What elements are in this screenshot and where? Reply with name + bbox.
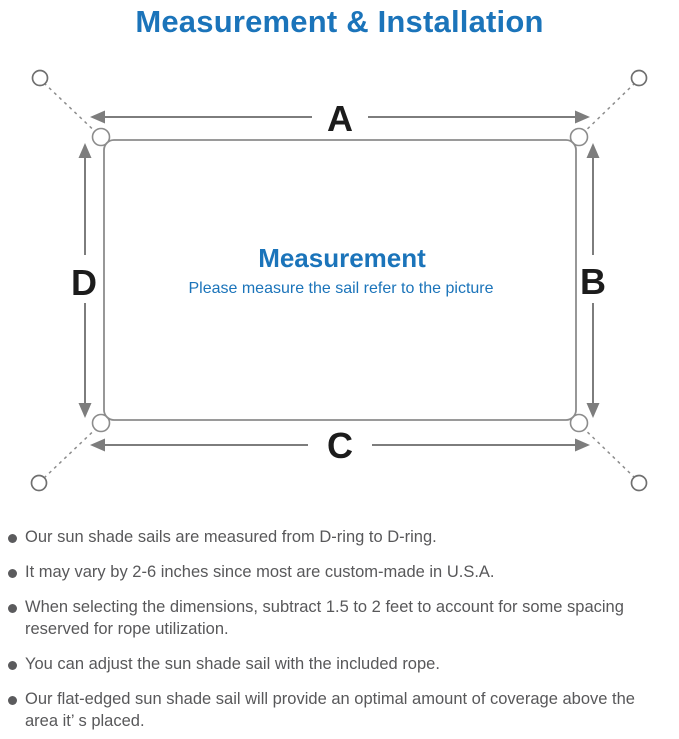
- note-item: You can adjust the sun shade sail with t…: [8, 654, 672, 676]
- d-ring-bottom-right: [569, 413, 589, 433]
- diagram-center-title: Measurement: [258, 243, 426, 273]
- note-item: Our flat-edged sun shade sail will provi…: [8, 689, 672, 733]
- arrowhead-left-down: [78, 403, 92, 418]
- note-item: It may vary by 2-6 inches since most are…: [8, 562, 672, 584]
- d-ring-top-left: [91, 127, 111, 147]
- d-ring-bottom-left: [91, 413, 111, 433]
- rope-line-bottom-left: [43, 421, 104, 479]
- note-text: It may vary by 2-6 inches since most are…: [25, 562, 495, 581]
- bullet-icon: [8, 660, 17, 670]
- note-item: When selecting the dimensions, subtract …: [8, 597, 672, 641]
- arrowhead-right-up: [586, 143, 600, 158]
- arrowhead-bottom-left: [90, 438, 105, 452]
- notes-list: Our sun shade sails are measured from D-…: [8, 527, 672, 733]
- note-text: When selecting the dimensions, subtract …: [25, 597, 624, 638]
- rope-line-bottom-right: [576, 421, 636, 479]
- anchor-point-top-right: [630, 69, 648, 87]
- note-item: Our sun shade sails are measured from D-…: [8, 527, 672, 549]
- arrowhead-bottom-right: [575, 438, 590, 452]
- bullet-icon: [8, 695, 17, 705]
- dim-label-c: C: [327, 425, 353, 466]
- bullet-icon: [8, 534, 17, 543]
- diagram-center-subtitle: Please measure the sail refer to the pic…: [188, 280, 493, 297]
- note-text: You can adjust the sun shade sail with t…: [25, 654, 440, 673]
- anchor-point-top-left: [31, 69, 49, 87]
- note-text: Our flat-edged sun shade sail will provi…: [25, 689, 635, 730]
- anchor-point-bottom-right: [630, 474, 648, 492]
- dim-label-d: D: [71, 262, 97, 303]
- sail-outline: [103, 139, 577, 421]
- page-title: Measurement & Installation: [135, 4, 544, 39]
- measurement-diagram: A C D B Measurement Please measure the s…: [30, 69, 648, 492]
- bullet-icon: [8, 568, 17, 578]
- dim-label-b: B: [580, 261, 606, 302]
- bullet-icon: [8, 603, 17, 613]
- arrowhead-right-down: [586, 403, 600, 418]
- arrowhead-top-left: [90, 110, 105, 124]
- rope-line-top-left: [43, 82, 104, 140]
- anchor-point-bottom-left: [30, 474, 48, 492]
- d-ring-top-right: [569, 127, 589, 147]
- dim-label-a: A: [327, 98, 353, 139]
- arrowhead-top-right: [575, 110, 590, 124]
- arrowhead-left-up: [78, 143, 92, 158]
- note-text: Our sun shade sails are measured from D-…: [25, 528, 437, 546]
